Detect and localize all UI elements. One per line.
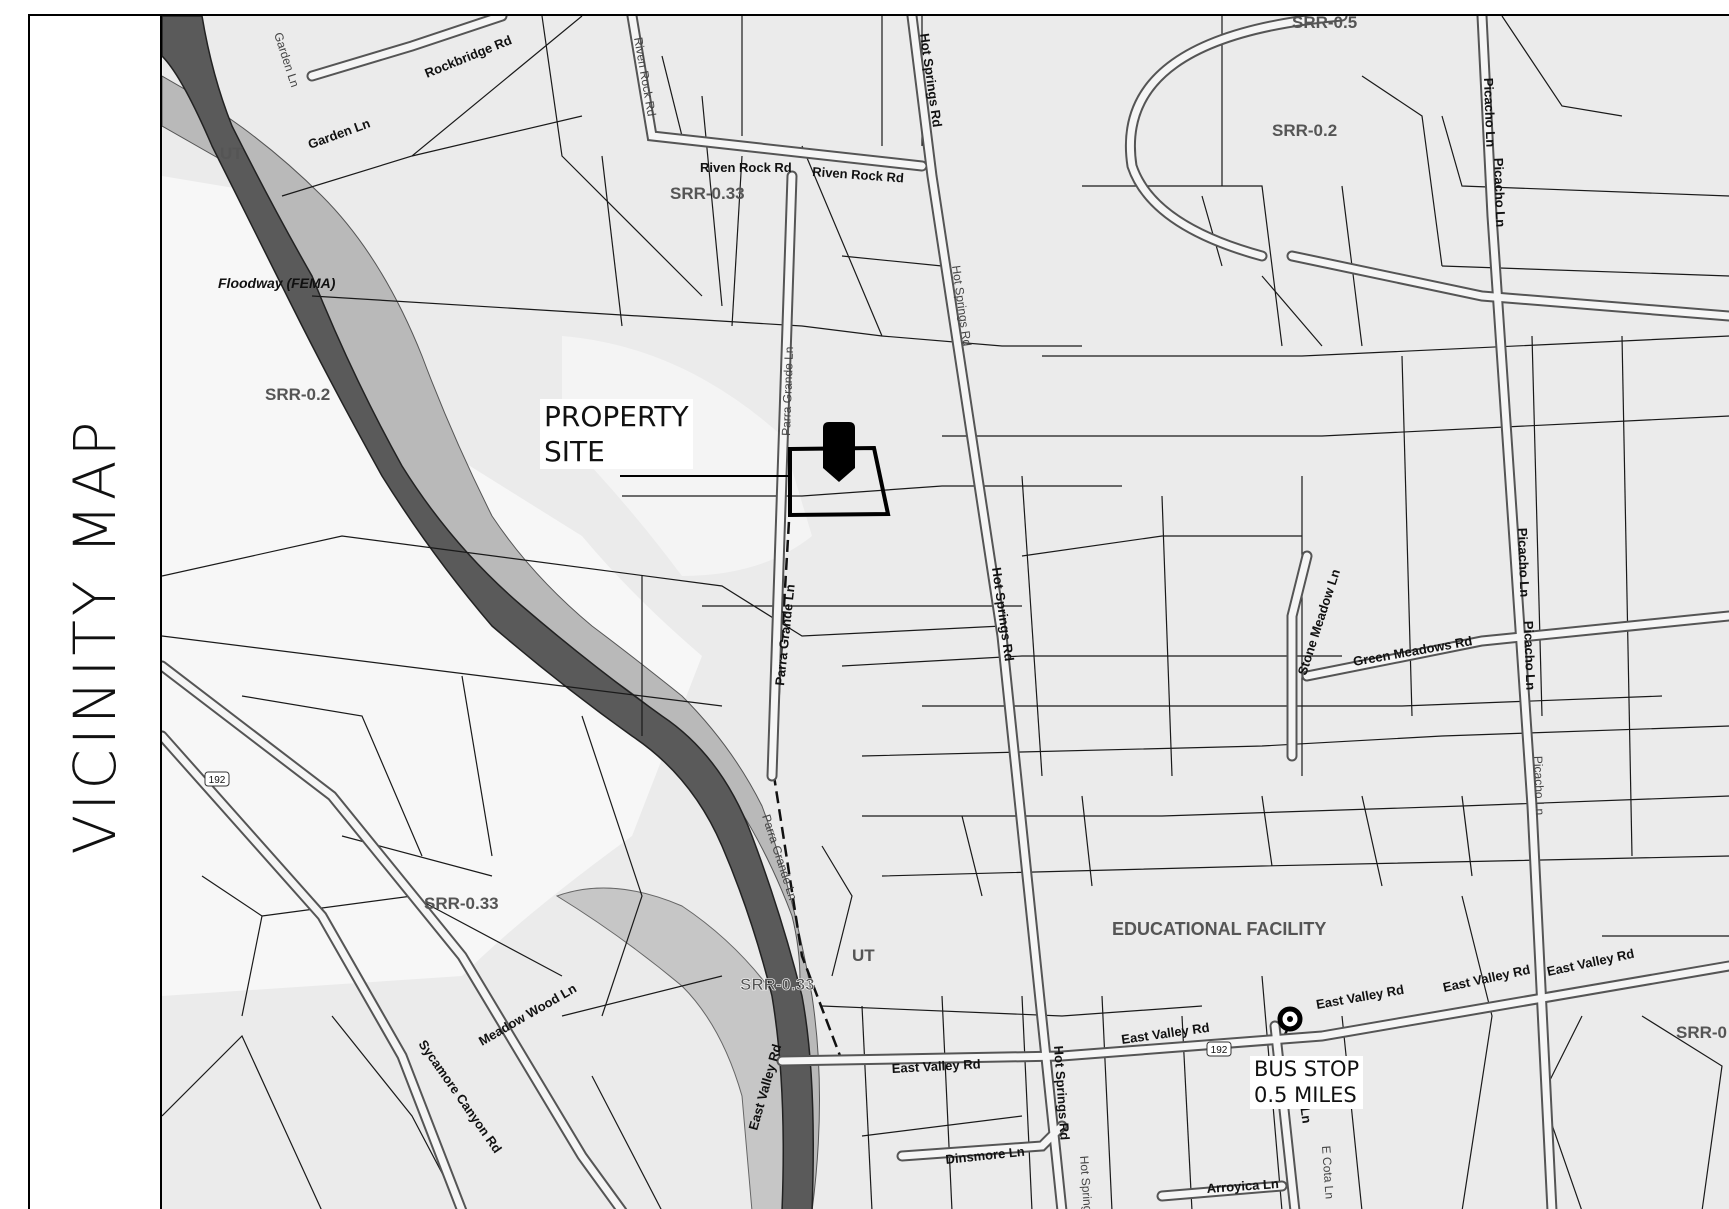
floodway-fema-zone bbox=[162, 16, 814, 1209]
property-site-line-1: PROPERTY bbox=[544, 400, 689, 433]
route-192-shield: 192 bbox=[204, 771, 230, 787]
educational-facility-label: EDUCATIONAL FACILITY bbox=[1112, 919, 1326, 939]
bus-stop-callout: BUS STOP 0.5 MILES bbox=[1250, 1056, 1364, 1109]
road-label: East Valley Rd bbox=[891, 1056, 981, 1076]
road-label: Riven Rock Rd bbox=[700, 160, 792, 175]
road-label: Parra Grande Ln bbox=[779, 346, 796, 436]
map-title: VICINITY MAP bbox=[61, 417, 129, 855]
bus-stop-line-2: 0.5 MILES bbox=[1254, 1083, 1357, 1108]
road-label: Hot Springs Rd bbox=[1077, 1155, 1097, 1209]
bus-stop-icon-center bbox=[1287, 1016, 1293, 1022]
road-label: Hot Springs Rd bbox=[1051, 1045, 1073, 1140]
map-viewport[interactable]: 192 192 SRR-0.5 SRR-0.2 SRR-0.33 UT SRR-… bbox=[162, 14, 1729, 1209]
zone-label: UT bbox=[220, 144, 243, 163]
road-label: Picacho Ln bbox=[1481, 78, 1498, 148]
floodway-label: Floodway (FEMA) bbox=[218, 275, 336, 291]
property-site-callout: PROPERTY SITE bbox=[540, 399, 693, 469]
property-marker-icon bbox=[823, 422, 855, 482]
road-label: Arroyica Ln bbox=[1206, 1176, 1279, 1196]
road-label: Riven Rock Rd bbox=[812, 164, 905, 185]
zone-label: SRR-0.2 bbox=[1272, 121, 1337, 140]
title-panel: VICINITY MAP bbox=[28, 14, 162, 1209]
bus-stop-line-1: BUS STOP bbox=[1254, 1057, 1360, 1081]
open-space-area bbox=[162, 176, 702, 996]
route-192-shield: 192 bbox=[1206, 1041, 1232, 1057]
svg-text:192: 192 bbox=[209, 775, 226, 786]
zone-label: SRR-0.33 bbox=[670, 184, 745, 203]
road-label: E Cota Ln bbox=[1319, 1145, 1337, 1199]
zone-label: SRR-0.33 bbox=[424, 894, 499, 913]
property-site-line-2: SITE bbox=[544, 435, 605, 468]
road-label: Picacho Ln bbox=[1515, 528, 1532, 598]
road-label: Picacho Ln bbox=[1521, 621, 1538, 691]
road-label: Picacho Ln bbox=[1531, 756, 1547, 816]
zone-label: SRR-0.5 bbox=[1292, 16, 1357, 32]
zone-label: SRR-0.33 bbox=[740, 975, 815, 994]
map-canvas[interactable]: 192 192 SRR-0.5 SRR-0.2 SRR-0.33 UT SRR-… bbox=[162, 16, 1729, 1209]
zone-label: SRR-0.2 bbox=[265, 385, 330, 404]
zone-label: UT bbox=[852, 946, 875, 965]
zone-label: SRR-0 bbox=[1676, 1023, 1727, 1042]
svg-text:192: 192 bbox=[1211, 1045, 1228, 1056]
road-label: Picacho Ln bbox=[1491, 158, 1508, 228]
